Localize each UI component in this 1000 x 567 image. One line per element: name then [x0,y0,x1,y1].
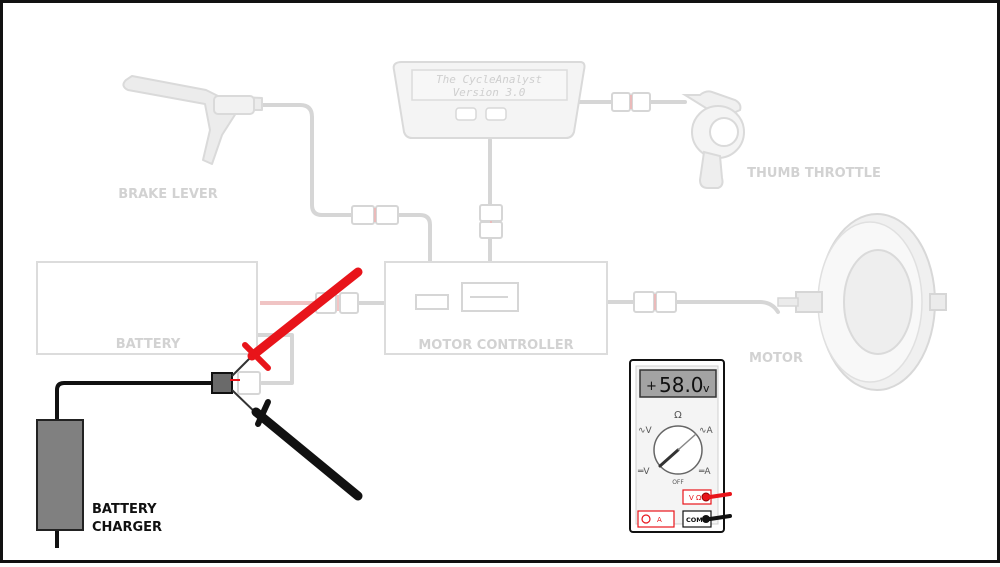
battery-charger-label-line1: BATTERY [92,502,157,517]
multimeter: + 58.0 v Ω ∿V ∿A ═V ═A OFF V Ω A COM [629,359,732,533]
brake-lever-label: BRAKE LEVER [118,187,218,202]
multimeter-reading: 58.0 [659,373,704,397]
motor-connector-b [655,291,677,313]
charger-plug [211,372,233,394]
battery-charger-label-line2: CHARGER [92,520,162,535]
motor-axle-left [795,291,823,313]
faded-connectors [237,92,677,395]
dial-ac-amps-label: ∿A [699,426,714,436]
throttle-connector-b [631,92,651,112]
ca-connector-a [479,204,503,222]
thumb-throttle [681,90,745,189]
cycle-analyst-button-left [455,107,477,121]
dial-ohm-label: Ω [674,410,682,421]
battery-label: BATTERY [116,337,181,352]
charger-cable [55,381,212,420]
brake-cable [260,103,354,217]
jack-common-label: COM [686,516,703,524]
motor-controller-label: MOTOR CONTROLLER [418,338,573,353]
jack-volt-ohm-label: V Ω [689,494,702,502]
cycle-analyst-display: The CycleAnalyst Version 3.0 [392,61,586,139]
brake-connector-b [375,205,399,225]
multimeter-dial-pointer [658,448,680,468]
red-test-lead [708,492,732,499]
hub-motor [777,213,947,391]
charge-port-connector [237,371,261,395]
brake-connector-a [351,205,375,225]
dial-dc-volts-label: ═V [637,467,650,477]
ca-connector-b [479,221,503,239]
multimeter-unit: v [703,382,710,395]
black-test-lead [708,514,732,521]
motor-label: MOTOR [749,351,803,366]
jack-amps-label: A [657,516,662,524]
motor-cable-right [674,300,780,314]
battery-charger [36,419,84,531]
brake-lever [122,75,263,165]
multimeter-screen [639,369,717,398]
controller-brake-port [415,294,449,310]
motor-axle-right [929,293,947,311]
cycle-analyst-line1: The CycleAnalyst [436,73,542,86]
cycle-analyst-lcd [411,69,568,101]
dial-ac-volts-label: ∿V [638,426,653,436]
dial-off-label: OFF [672,479,684,486]
multimeter-sign: + [646,379,657,394]
connector-red-marks [337,95,656,311]
motor-connector-a [633,291,655,313]
throttle-connector-a [611,92,631,112]
cycle-analyst-button-right [485,107,507,121]
red-probe [231,267,363,377]
dial-dc-amps-label: ═A [698,467,711,477]
cycle-analyst-line2: Version 3.0 [453,86,526,99]
brake-to-controller-cable [396,213,432,300]
black-probe [231,389,363,501]
battery-connector-b [339,292,359,314]
thumb-throttle-label: THUMB THROTTLE [747,166,881,181]
battery-box [36,261,258,355]
